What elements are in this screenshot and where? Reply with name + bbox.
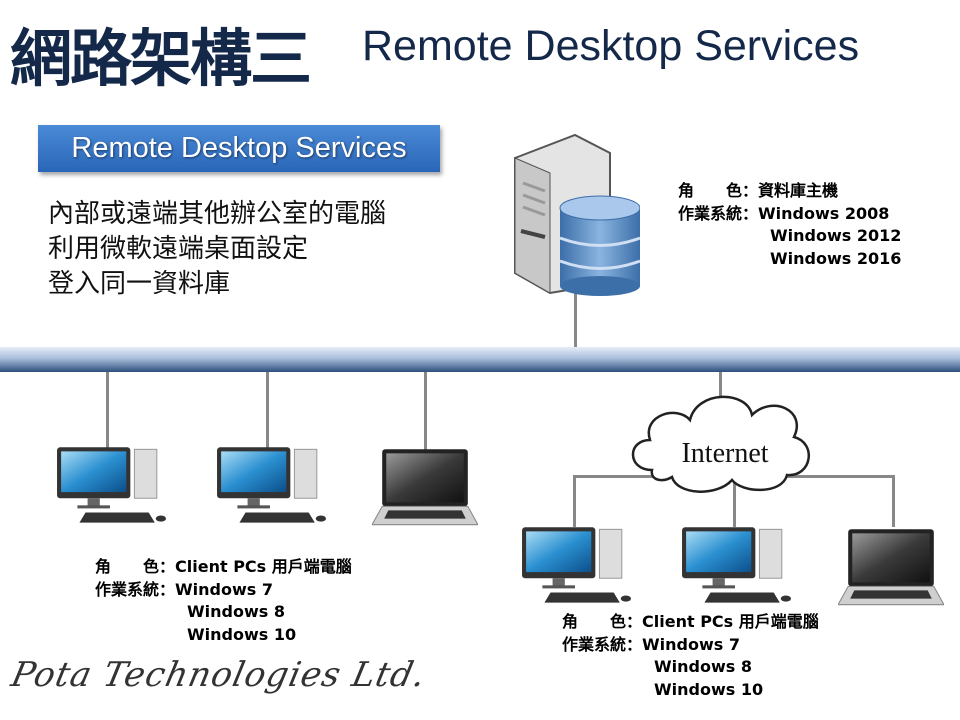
- laptop-icon: [372, 447, 478, 529]
- page-title-english: Remote Desktop Services: [362, 22, 860, 70]
- os-label: 作業系統：: [95, 579, 176, 599]
- server-link: [574, 285, 577, 347]
- client-link: [424, 372, 427, 450]
- description-line: 利用微軟遠端桌面設定: [48, 234, 309, 264]
- client-link: [266, 372, 269, 450]
- desktop-computer-icon: [680, 525, 792, 607]
- internet-label: Internet: [681, 438, 769, 469]
- remote-client-link: [892, 475, 895, 527]
- company-logo: Pota Technologies Ltd.: [7, 655, 430, 695]
- local-clients-info: 角 色：Client PCs 用戶端電腦作業系統：Windows 7 Window…: [95, 556, 352, 646]
- database-server-icon: [514, 133, 640, 296]
- client-os: Windows 10: [187, 624, 297, 644]
- os-label: 作業系統：: [678, 203, 759, 223]
- internet-link: [719, 372, 722, 402]
- role-label: 角 色：: [95, 557, 176, 576]
- network-bus: [0, 347, 960, 372]
- remote-client-link: [733, 475, 736, 527]
- server-os: Windows 2012: [770, 226, 902, 245]
- laptop-icon: [838, 527, 944, 609]
- description-line: 內部或遠端其他辦公室的電腦: [48, 199, 387, 229]
- desktop-computer-icon: [520, 525, 632, 607]
- internet-cloud-icon: [631, 395, 810, 493]
- client-link: [106, 372, 109, 450]
- remote-clients-info: 角 色：Client PCs 用戶端電腦作業系統：Windows 7 Window…: [562, 611, 819, 701]
- server-role: 資料庫主機: [758, 181, 839, 200]
- role-label: 角 色：: [678, 181, 759, 200]
- client-os: Windows 7: [642, 634, 740, 654]
- os-label: 作業系統：: [562, 634, 643, 654]
- page-title-chinese: 網路架構三: [10, 22, 312, 95]
- client-role: Client PCs 用戶端電腦: [175, 557, 352, 576]
- description-line: 登入同一資料庫: [48, 269, 231, 299]
- desktop-computer-icon: [215, 445, 327, 527]
- server-os: Windows 2016: [770, 248, 902, 268]
- client-os: Windows 7: [175, 579, 273, 599]
- remote-client-link: [573, 475, 576, 527]
- client-os: Windows 8: [654, 657, 752, 676]
- client-os: Windows 10: [654, 679, 764, 699]
- role-label: 角 色：: [562, 612, 643, 631]
- client-role: Client PCs 用戶端電腦: [642, 612, 819, 631]
- desktop-computer-icon: [55, 445, 167, 527]
- server-os: Windows 2008: [758, 203, 890, 223]
- section-banner: Remote Desktop Services: [38, 125, 440, 172]
- client-os: Windows 8: [187, 602, 285, 621]
